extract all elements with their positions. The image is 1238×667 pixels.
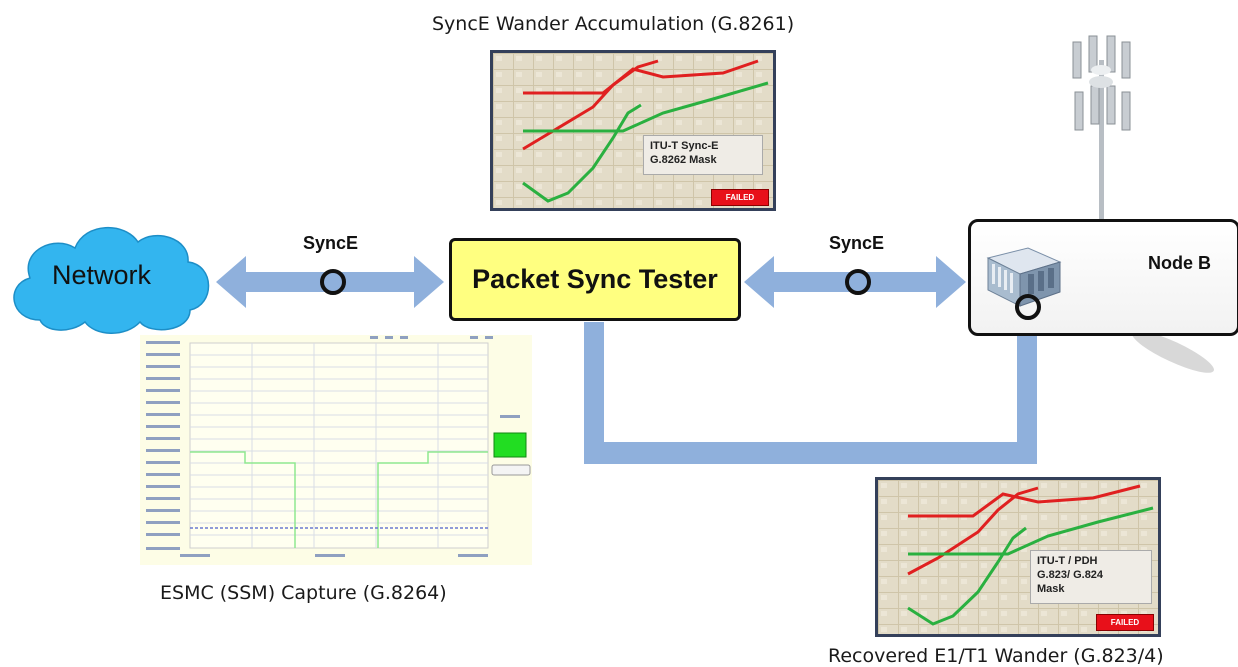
packet-sync-tester: Packet Sync Tester — [449, 238, 741, 321]
right-synce-arrow — [744, 256, 966, 308]
network-cloud-icon — [13, 227, 210, 334]
esmc-capture-plot — [140, 335, 532, 565]
left-tap-point — [320, 269, 346, 295]
node-b-tap-point — [1015, 294, 1041, 320]
node-b-label: Node B — [1148, 253, 1211, 273]
e1t1-wander-panel: ITU-T / PDH G.823/ G.824 Mask FAILED — [875, 477, 1161, 637]
network-label: Network — [52, 260, 152, 290]
wander-top-chart — [493, 53, 773, 208]
top-failed-badge: FAILED — [711, 189, 769, 206]
wander-top-caption: SyncE Wander Accumulation (G.8261) — [432, 13, 795, 35]
bottom-failed-badge: FAILED — [1096, 614, 1154, 631]
bottom-mask-label: ITU-T / PDH G.823/ G.824 Mask — [1030, 550, 1152, 604]
wander-accumulation-panel: ITU-T Sync-E G.8262 Mask FAILED — [490, 50, 776, 211]
esmc-chart — [146, 336, 531, 557]
wander-bottom-caption: Recovered E1/T1 Wander (G.823/4) — [828, 645, 1164, 667]
recovered-clock-path — [584, 320, 1037, 464]
right-synce-label: SyncE — [829, 233, 885, 253]
top-mask-label: ITU-T Sync-E G.8262 Mask — [643, 135, 763, 175]
left-synce-label: SyncE — [303, 233, 359, 253]
right-tap-point — [845, 269, 871, 295]
tester-label: Packet Sync Tester — [472, 264, 718, 294]
left-synce-arrow — [216, 256, 444, 308]
esmc-caption: ESMC (SSM) Capture (G.8264) — [160, 582, 447, 604]
